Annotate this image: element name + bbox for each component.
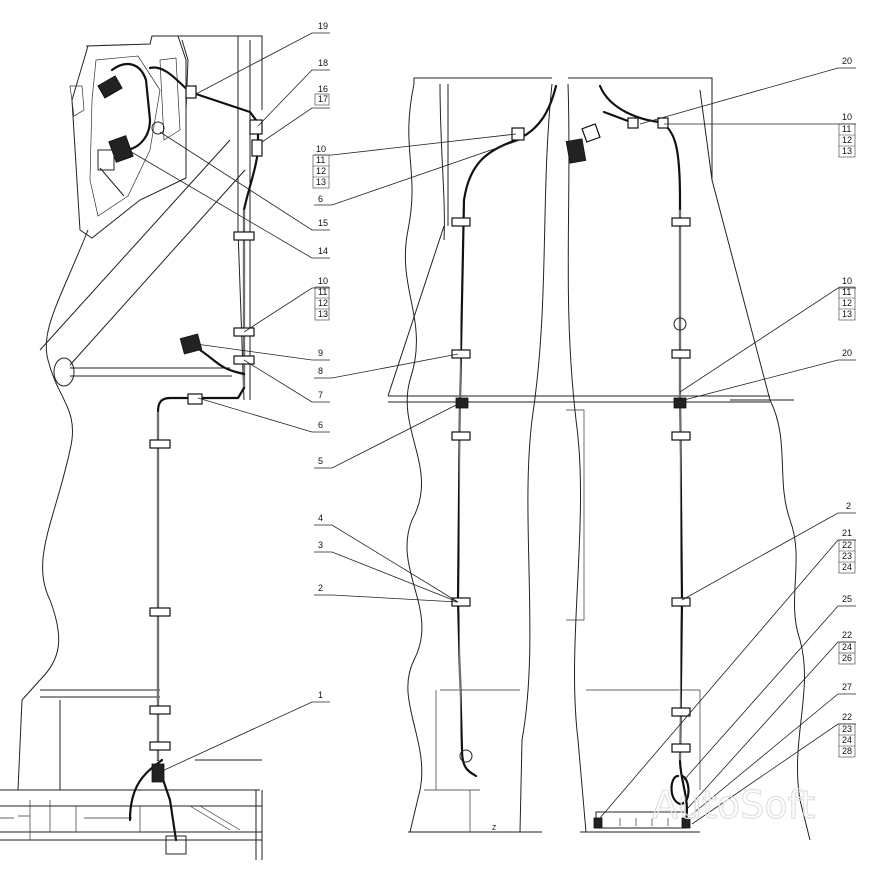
callout-10: 10 bbox=[316, 144, 326, 154]
callout-24: 24 bbox=[842, 735, 852, 745]
callout-28: 28 bbox=[842, 746, 852, 756]
left-harness-routing bbox=[97, 62, 263, 855]
callout-25: 25 bbox=[842, 594, 852, 604]
callout-12: 12 bbox=[842, 298, 852, 308]
callout-13: 13 bbox=[842, 146, 852, 156]
callout-7: 7 bbox=[318, 390, 323, 400]
callout-14: 14 bbox=[318, 246, 328, 256]
floor-mark: Z bbox=[492, 825, 497, 832]
left-view-structure bbox=[0, 35, 263, 860]
callout-17: 17 bbox=[318, 94, 328, 104]
callout-12: 12 bbox=[842, 135, 852, 145]
callout-12: 12 bbox=[316, 166, 326, 176]
callout-24: 24 bbox=[842, 642, 852, 652]
callout-19: 19 bbox=[318, 21, 328, 31]
right-view-structure bbox=[387, 77, 811, 841]
leader-lines bbox=[127, 32, 856, 825]
callout-13: 13 bbox=[318, 309, 328, 319]
callout-10: 10 bbox=[842, 112, 852, 122]
callout-13: 13 bbox=[316, 177, 326, 187]
callout-23: 23 bbox=[842, 551, 852, 561]
callout-24: 24 bbox=[842, 562, 852, 572]
callout-6: 6 bbox=[318, 420, 323, 430]
callout-27: 27 bbox=[842, 682, 852, 692]
callout-4: 4 bbox=[318, 513, 323, 523]
callout-1: 1 bbox=[318, 690, 323, 700]
callout-10: 10 bbox=[318, 276, 328, 286]
callout-2: 2 bbox=[846, 501, 851, 511]
callout-23: 23 bbox=[842, 724, 852, 734]
callout-5: 5 bbox=[318, 456, 323, 466]
callout-16: 16 bbox=[318, 84, 328, 94]
callout-12: 12 bbox=[318, 298, 328, 308]
callout-26: 26 bbox=[842, 653, 852, 663]
callout-10: 10 bbox=[842, 276, 852, 286]
callout-3: 3 bbox=[318, 540, 323, 550]
callout-21: 21 bbox=[842, 528, 852, 538]
right-harness-routing bbox=[451, 84, 691, 829]
callout-6: 6 bbox=[318, 194, 323, 204]
callout-20: 20 bbox=[842, 56, 852, 66]
watermark: AutoSoft bbox=[652, 783, 815, 827]
callout-22: 22 bbox=[842, 630, 852, 640]
callout-9: 9 bbox=[318, 348, 323, 358]
callout-2: 2 bbox=[318, 583, 323, 593]
callout-20: 20 bbox=[842, 348, 852, 358]
callout-22: 22 bbox=[842, 540, 852, 550]
callout-11: 11 bbox=[318, 287, 327, 297]
callout-8: 8 bbox=[318, 366, 323, 376]
callout-11: 11 bbox=[842, 124, 851, 134]
callout-18: 18 bbox=[318, 58, 328, 68]
callout-11: 11 bbox=[316, 155, 325, 165]
callout-labels: 19 18 17 16 15 14 10 11 12 13 9 7 6 1 10… bbox=[312, 21, 856, 832]
callout-22: 22 bbox=[842, 712, 852, 722]
callout-13: 13 bbox=[842, 309, 852, 319]
callout-15: 15 bbox=[318, 218, 328, 228]
callout-11: 11 bbox=[842, 287, 851, 297]
